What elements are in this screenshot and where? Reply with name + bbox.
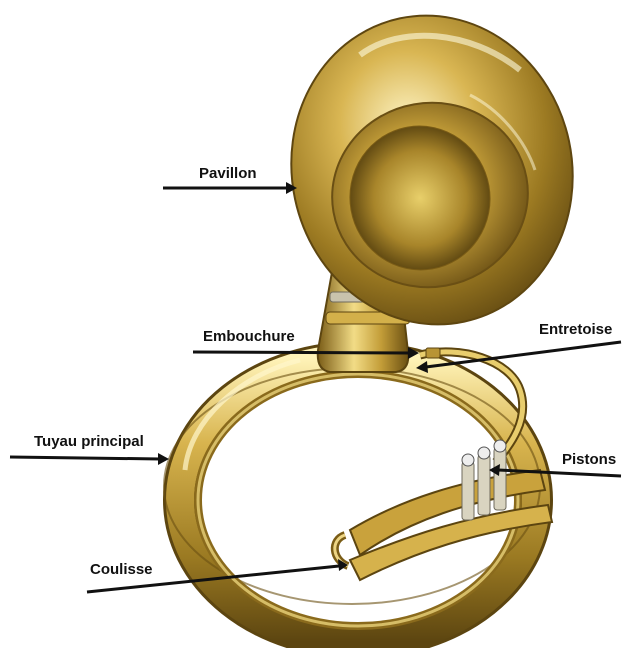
arrow-pavillon	[163, 182, 297, 194]
label-tuyau-principal: Tuyau principal	[34, 433, 144, 451]
label-pavillon: Pavillon	[199, 165, 257, 183]
label-embouchure: Embouchure	[203, 328, 295, 346]
bell	[263, 0, 601, 351]
label-coulisse: Coulisse	[90, 561, 153, 579]
label-entretoise: Entretoise	[539, 321, 612, 339]
label-pistons: Pistons	[562, 451, 616, 469]
arrow-tuyau	[10, 453, 169, 465]
